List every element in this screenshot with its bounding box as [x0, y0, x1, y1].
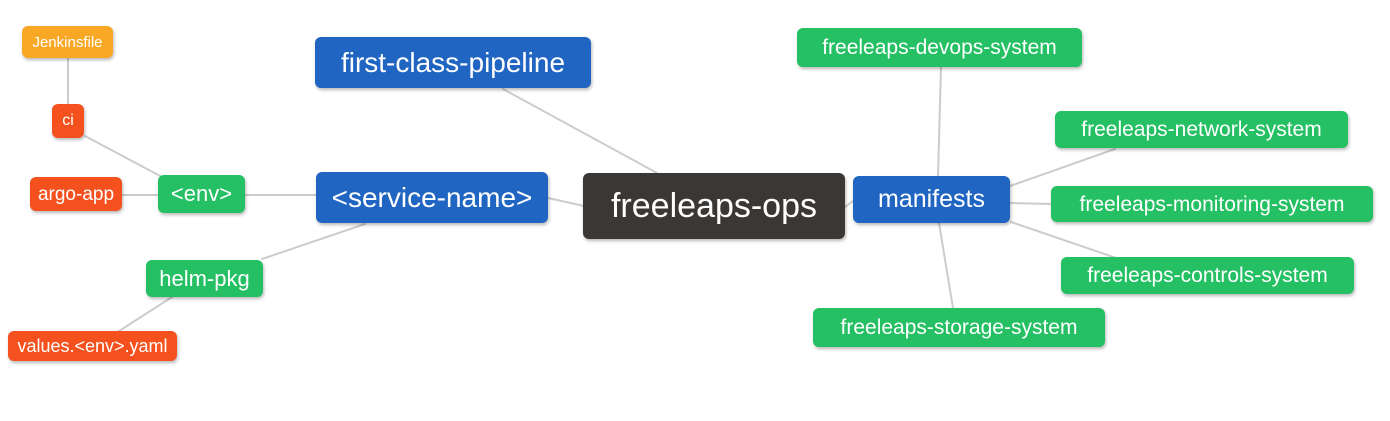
edge-manifests-to-freeleaps-storage-system: [938, 222, 954, 309]
node-freeleaps-storage-system[interactable]: freeleaps-storage-system: [813, 308, 1105, 347]
node-label: manifests: [878, 185, 985, 213]
node-label: ci: [62, 112, 74, 129]
node-env[interactable]: <env>: [158, 175, 245, 213]
node-label: first-class-pipeline: [340, 46, 566, 78]
node-label: helm-pkg: [159, 265, 250, 291]
node-freeleaps-network-system[interactable]: freeleaps-network-system: [1055, 111, 1348, 148]
node-argo-app[interactable]: argo-app: [30, 177, 122, 211]
edge-env-to-ci: [84, 135, 163, 178]
node-jenkinsfile[interactable]: Jenkinsfile: [22, 26, 113, 58]
node-freeleaps-controls-system[interactable]: freeleaps-controls-system: [1061, 257, 1354, 294]
node-freeleaps-ops[interactable]: freeleaps-ops: [583, 173, 845, 239]
node-freeleaps-monitoring-system[interactable]: freeleaps-monitoring-system: [1051, 186, 1373, 222]
node-label: freeleaps-devops-system: [822, 36, 1057, 59]
node-label: freeleaps-controls-system: [1087, 264, 1328, 287]
edge-freeleaps-ops-to-first-class-pipeline: [502, 88, 658, 174]
node-label: freeleaps-network-system: [1081, 118, 1322, 141]
node-freeleaps-devops-system[interactable]: freeleaps-devops-system: [797, 28, 1082, 67]
node-label: freeleaps-ops: [610, 187, 817, 225]
node-label: <env>: [170, 181, 233, 206]
node-service-name[interactable]: <service-name>: [316, 172, 548, 223]
edge-manifests-to-freeleaps-devops-system: [937, 66, 942, 177]
node-label: Jenkinsfile: [32, 33, 103, 51]
node-first-class-pipeline[interactable]: first-class-pipeline: [315, 37, 591, 88]
node-label: argo-app: [37, 183, 115, 205]
node-label: freeleaps-monitoring-system: [1079, 192, 1345, 216]
edge-service-name-to-helm-pkg: [261, 223, 366, 260]
edge-freeleaps-ops-to-manifests: [844, 200, 854, 208]
node-manifests[interactable]: manifests: [853, 176, 1010, 223]
edge-manifests-to-freeleaps-controls-system: [1010, 221, 1126, 262]
node-label: <service-name>: [331, 181, 533, 213]
edge-manifests-to-freeleaps-network-system: [1009, 148, 1116, 187]
node-values-env-yaml[interactable]: values.<env>.yaml: [8, 331, 177, 361]
node-ci[interactable]: ci: [52, 104, 84, 138]
node-label: values.<env>.yaml: [17, 336, 168, 356]
node-helm-pkg[interactable]: helm-pkg: [146, 260, 263, 297]
node-label: freeleaps-storage-system: [840, 316, 1078, 339]
edge-helm-pkg-to-values-env-yaml: [115, 296, 173, 334]
edge-freeleaps-ops-to-service-name: [547, 197, 585, 207]
edge-manifests-to-freeleaps-monitoring-system: [1009, 202, 1052, 205]
